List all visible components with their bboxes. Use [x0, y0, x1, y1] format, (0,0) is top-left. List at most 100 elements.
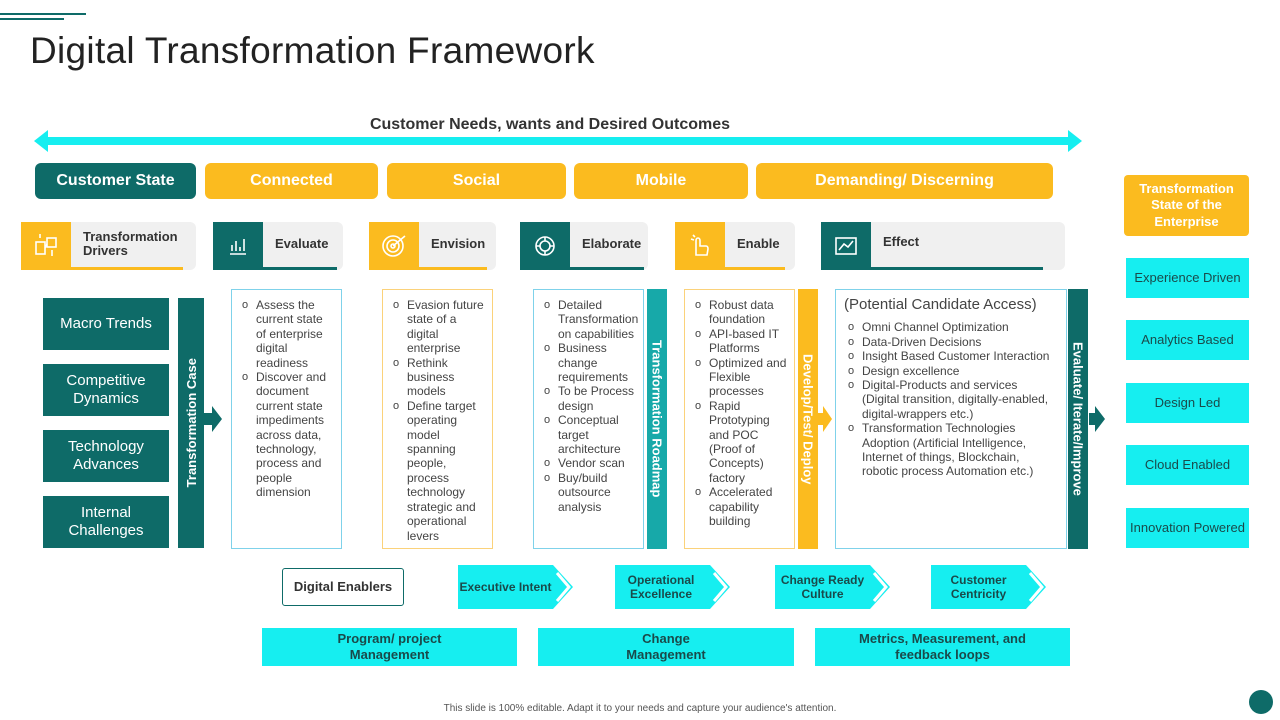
stage-underline: [725, 267, 785, 270]
list-item: Detailed Transformation on capabilities: [540, 298, 638, 341]
state-cloud-enabled: Cloud Enabled: [1126, 445, 1249, 485]
bottom-bar-label: Metrics, Measurement, and feedback loops: [859, 630, 1026, 662]
state-analytics-based: Analytics Based: [1126, 320, 1249, 360]
accent-line-2: [0, 18, 64, 20]
pill-demanding: Demanding/ Discerning: [756, 163, 1053, 199]
column-effect: (Potential Candidate Access) Omni Channe…: [835, 289, 1067, 549]
arrow-label: Customer Needs, wants and Desired Outcom…: [369, 116, 731, 133]
chevron-operational-excellence: Operational Excellence: [615, 565, 730, 609]
stage-label: Enable: [737, 235, 780, 251]
column-heading: (Potential Candidate Access): [844, 296, 1037, 313]
state-innovation-powered: Innovation Powered: [1126, 508, 1249, 548]
bar-label: Transformation Roadmap: [649, 340, 665, 498]
stage-envision: Envision: [369, 222, 496, 270]
driver-technology-advances: Technology Advances: [43, 430, 169, 482]
page-title: Digital Transformation Framework: [30, 30, 595, 71]
chart-icon: [821, 222, 871, 270]
column-envision: Evasion future state of a digital enterp…: [382, 289, 493, 549]
list-item: Design excellence: [844, 364, 1058, 379]
bar-label: Transformation Case: [183, 358, 199, 488]
column-evaluate: Assess the current state of enterprise d…: [231, 289, 342, 549]
stage-label: Effect: [883, 233, 920, 249]
target-icon: [369, 222, 419, 270]
bar-program-management: Program/ project Management: [262, 628, 517, 666]
stage-label: Elaborate: [582, 235, 642, 251]
list-item: Omni Channel Optimization: [844, 320, 1058, 335]
list-item: Accelerated capability building: [691, 485, 788, 528]
chevron-label: Change Ready Culture: [780, 572, 865, 601]
stage-underline: [263, 267, 337, 270]
arrow-right-icon: [818, 406, 832, 432]
list-item: Business change requirements: [540, 341, 637, 384]
stage-label: Evaluate: [275, 235, 329, 251]
chevron-label: Operational Excellence: [627, 572, 695, 601]
list-item: Evasion future state of a digital enterp…: [389, 298, 486, 356]
arrow-right-icon: [1089, 406, 1105, 432]
list-item: Insight Based Customer Interaction: [844, 349, 1058, 364]
stage-underline: [419, 267, 487, 270]
list-item: Transformation Technologies Adoption (Ar…: [844, 421, 1058, 479]
bar-change-management: Change Management: [538, 628, 794, 666]
list-item: To be Process design: [540, 384, 637, 413]
state-experience-driven: Experience Driven: [1126, 258, 1249, 298]
list-item: API-based IT Platforms: [691, 327, 788, 356]
chevron-customer-centricity: Customer Centricity: [931, 565, 1046, 609]
accent-line: [0, 13, 86, 15]
chevron-executive-intent: Executive Intent: [458, 565, 573, 609]
double-arrow: [34, 130, 1082, 152]
footer-note: This slide is 100% editable. Adapt it to…: [443, 703, 837, 714]
column-enable: Robust data foundation API-based IT Plat…: [684, 289, 795, 549]
stage-evaluate: Evaluate: [213, 222, 343, 270]
drivers-icon: [21, 222, 71, 270]
column-elaborate: Detailed Transformation on capabilities …: [533, 289, 644, 549]
stage-enable: Enable: [675, 222, 795, 270]
bar-label: Evaluate/ Iterate/Improve: [1070, 342, 1086, 496]
stage-transformation-drivers: Transformation Drivers: [21, 222, 196, 270]
list-item: Buy/build outsource analysis: [540, 471, 637, 514]
chevron-label: Customer Centricity: [950, 572, 1007, 601]
stage-elaborate: Elaborate: [520, 222, 648, 270]
pill-connected: Connected: [205, 163, 378, 199]
chevron-label: Executive Intent: [459, 579, 552, 594]
bottom-bar-label: Program/ project Management: [337, 630, 442, 662]
state-design-led: Design Led: [1126, 383, 1249, 423]
list-item: Digital-Products and services (Digital t…: [844, 378, 1058, 421]
stage-label: Envision: [431, 235, 486, 251]
bar-develop-test-deploy: Develop/Test/ Deploy: [798, 289, 818, 549]
list-item: Robust data foundation: [691, 298, 788, 327]
stage-underline: [570, 267, 644, 270]
arrow-right-icon: [204, 406, 222, 432]
list-item: Data-Driven Decisions: [844, 335, 1058, 350]
bar-metrics-measurement: Metrics, Measurement, and feedback loops: [815, 628, 1070, 666]
stage-underline: [71, 267, 183, 270]
driver-internal-challenges: Internal Challenges: [43, 496, 169, 548]
evaluate-icon: [213, 222, 263, 270]
list-item: Rethink business models: [389, 356, 486, 399]
bar-transformation-case: Transformation Case: [178, 298, 204, 548]
list-item: Conceptual target architecture: [540, 413, 637, 456]
pill-social: Social: [387, 163, 566, 199]
list-item: Define target operating model spanning p…: [389, 399, 486, 543]
hand-pointer-icon: [675, 222, 725, 270]
stage-underline: [871, 267, 1043, 270]
list-item: Assess the current state of enterprise d…: [238, 298, 335, 370]
pill-mobile: Mobile: [574, 163, 748, 199]
list-item: Vendor scan: [540, 456, 637, 471]
pill-customer-state: Customer State: [35, 163, 196, 199]
elaborate-icon: [520, 222, 570, 270]
driver-competitive-dynamics: Competitive Dynamics: [43, 364, 169, 416]
corner-dot: [1249, 690, 1273, 714]
driver-macro-trends: Macro Trends: [43, 298, 169, 350]
bar-label: Develop/Test/ Deploy: [800, 353, 816, 485]
list-item: Optimized and Flexible processes: [691, 356, 788, 399]
right-heading: Transformation State of the Enterprise: [1124, 175, 1249, 236]
list-item: Discover and document current state impe…: [238, 370, 335, 500]
stage-effect: Effect: [821, 222, 1065, 270]
bar-transformation-roadmap: Transformation Roadmap: [647, 289, 667, 549]
bar-evaluate-iterate-improve: Evaluate/ Iterate/Improve: [1068, 289, 1088, 549]
bottom-bar-label: Change Management: [626, 630, 706, 662]
digital-enablers-box: Digital Enablers: [282, 568, 404, 606]
stage-label: Transformation Drivers: [83, 228, 178, 258]
list-item: Rapid Prototyping and POC (Proof of Conc…: [691, 399, 788, 485]
chevron-change-ready-culture: Change Ready Culture: [775, 565, 890, 609]
